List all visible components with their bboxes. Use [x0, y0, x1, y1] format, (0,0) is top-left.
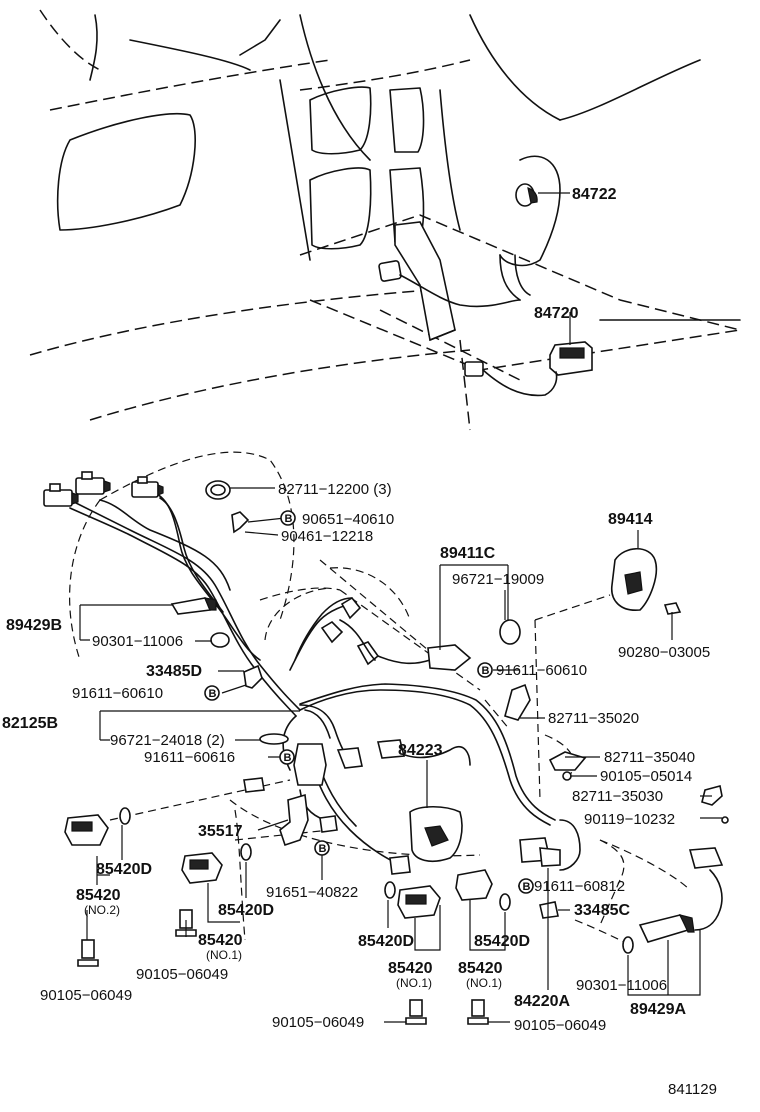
- bolt-b-icon: B: [314, 840, 330, 856]
- bolt-b-icon: B: [518, 878, 534, 894]
- label-85420-c: 85420: [388, 960, 433, 977]
- label-96721-19009: 96721−19009: [452, 571, 544, 588]
- leader-lines: [79, 530, 722, 1023]
- svg-text:B: B: [285, 513, 293, 525]
- figure-code: 841129: [668, 1081, 717, 1098]
- label-84722: 84722: [572, 186, 617, 203]
- label-85420-a-sub: (NO.2): [84, 903, 120, 917]
- label-33485D: 33485D: [146, 663, 202, 680]
- label-89411C: 89411C: [440, 545, 496, 562]
- svg-text:B: B: [482, 665, 490, 677]
- label-96721-24018: 96721−24018 (2): [110, 732, 225, 749]
- label-90105-06049-b: 90105−06049: [136, 966, 228, 983]
- bolt-b-icon: B: [477, 662, 493, 678]
- label-82711-35020: 82711−35020: [548, 710, 639, 727]
- label-85420-b-sub: (NO.1): [206, 948, 242, 962]
- label-89429B: 89429B: [6, 617, 62, 634]
- label-85420D-d: 85420D: [474, 933, 530, 950]
- svg-text:B: B: [209, 688, 217, 700]
- label-82711-35030: 82711−35030: [572, 788, 663, 805]
- label-90301-11006-b: 90301−11006: [576, 977, 667, 994]
- label-90301-11006-a: 90301−11006: [92, 633, 183, 650]
- label-85420-d: 85420: [458, 960, 503, 977]
- bolt-b-icon: B: [279, 749, 295, 765]
- label-90105-05014: 90105−05014: [600, 768, 692, 785]
- label-91611-60812: 91611−60812: [534, 878, 625, 895]
- bolt-icon: [405, 999, 427, 1025]
- label-85420D-c: 85420D: [358, 933, 414, 950]
- label-85420-c-sub: (NO.1): [396, 976, 432, 990]
- label-90105-06049-c: 90105−06049: [272, 1014, 364, 1031]
- svg-text:B: B: [284, 752, 292, 764]
- label-90105-06049-a: 90105−06049: [40, 987, 132, 1004]
- label-35517: 35517: [198, 823, 243, 840]
- label-91611-60616: 91611−60616: [144, 749, 235, 766]
- label-91611-60610-b: 91611−60610: [496, 662, 587, 679]
- harness-connectors: [43, 471, 729, 1025]
- label-84720: 84720: [534, 305, 579, 322]
- vehicle-interior-illustration: [29, 9, 741, 431]
- bolt-markers: B B B B B B: [204, 510, 534, 894]
- bolt-b-icon: B: [204, 685, 220, 701]
- label-84223: 84223: [398, 742, 443, 759]
- label-84220A: 84220A: [514, 993, 570, 1010]
- label-90280-03005: 90280−03005: [618, 644, 710, 661]
- label-85420-b: 85420: [198, 932, 243, 949]
- bolt-icon: [467, 999, 489, 1025]
- bolt-b-icon: B: [280, 510, 296, 526]
- label-90651-40610: 90651−40610: [302, 511, 394, 528]
- label-85420-d-sub: (NO.1): [466, 976, 502, 990]
- bolt-icon: [77, 939, 99, 967]
- label-89429A: 89429A: [630, 1001, 686, 1018]
- label-91611-60610-a: 91611−60610: [72, 685, 163, 702]
- label-90461-12218: 90461−12218: [281, 528, 373, 545]
- label-91651-40822: 91651−40822: [266, 884, 358, 901]
- label-82711-35040: 82711−35040: [604, 749, 695, 766]
- part-labels: 82711−12200 (3) 90651−40610 90461−12218 …: [2, 481, 717, 1098]
- label-90119-10232: 90119−10232: [584, 811, 675, 828]
- svg-text:B: B: [523, 881, 531, 893]
- label-90105-06049-d: 90105−06049: [514, 1017, 606, 1034]
- label-89414: 89414: [608, 511, 653, 528]
- label-85420-a: 85420: [76, 887, 121, 904]
- label-82711-12200: 82711−12200 (3): [278, 481, 392, 498]
- label-85420D-b: 85420D: [218, 902, 274, 919]
- label-33485C: 33485C: [574, 902, 630, 919]
- svg-text:B: B: [319, 843, 327, 855]
- label-85420D-a: 85420D: [96, 861, 152, 878]
- label-82125B: 82125B: [2, 715, 58, 732]
